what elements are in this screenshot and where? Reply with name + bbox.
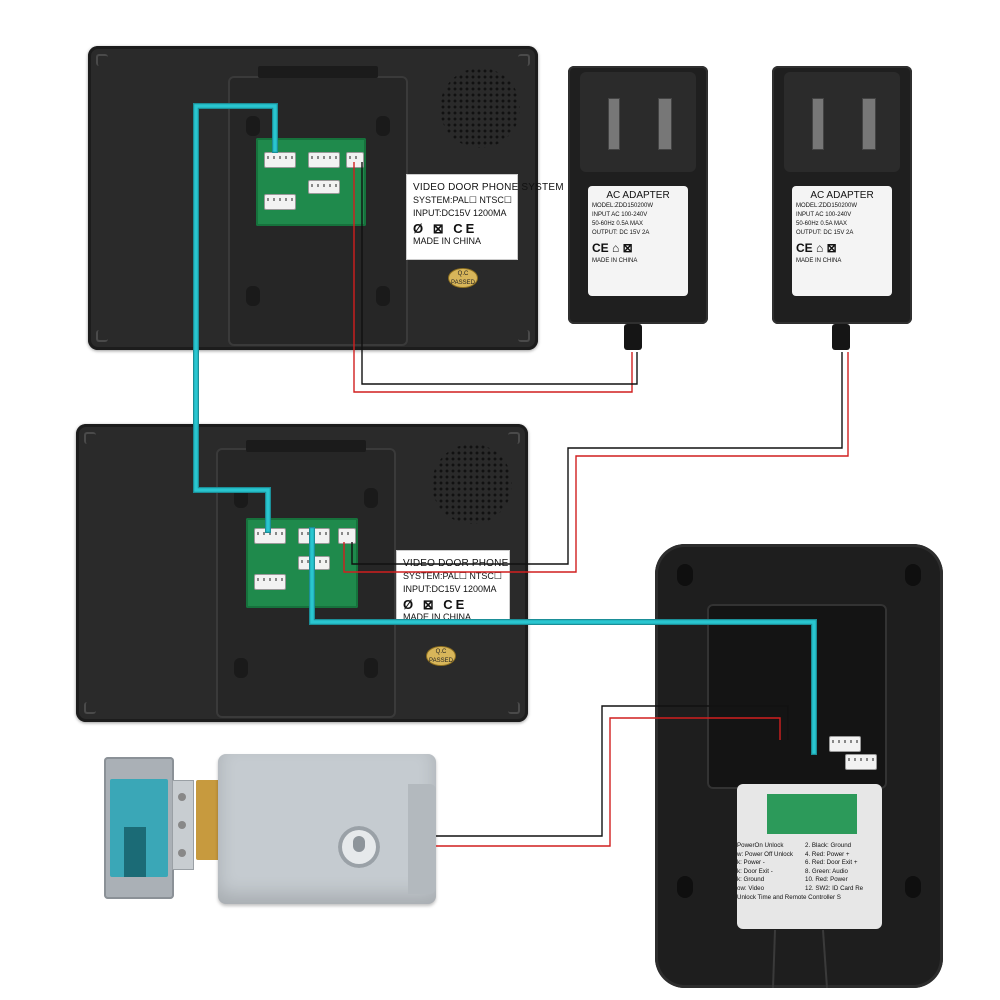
monitor-1-label-input: INPUT:DC15V 1200MA	[413, 208, 507, 218]
adapter-2-prong-right	[862, 98, 876, 150]
monitor-1-label-system: SYSTEM:PAL☐ NTSC☐	[413, 195, 512, 205]
monitor-1-connector-aux	[264, 194, 296, 210]
camera-wiring-right-4: 8. Green: Audio	[805, 867, 848, 875]
monitor-1-speaker-grille	[440, 68, 520, 148]
camera-pcb	[767, 794, 857, 834]
adapter-2-origin: MADE IN CHINA	[796, 258, 842, 264]
monitor-2-qc-seal: Q.C PASSED	[426, 646, 456, 666]
monitor-1-connector-aux-2	[308, 180, 340, 194]
camera-back-cavity	[707, 604, 887, 789]
ac-adapter-1: AC ADAPTER MODEL:ZDD150200W INPUT AC 100…	[568, 66, 708, 324]
monitor-2-speaker-grille	[432, 444, 512, 524]
lock-strike-plate	[104, 757, 174, 899]
camera-wiring-left-1: PowerOn Unlock	[737, 842, 784, 849]
adapter-1-freq: 50-60Hz 0.5A MAX	[592, 221, 644, 227]
adapter-2-freq: 50-60Hz 0.5A MAX	[796, 221, 848, 227]
adapter-2-model: MODEL:ZDD150200W	[796, 203, 858, 209]
camera-wiring-footer: Unlock Time and Remote Controller S	[737, 893, 841, 901]
camera-wiring-left-3: k: Power -	[737, 859, 765, 867]
adapter-1-title: AC ADAPTER	[606, 190, 670, 201]
camera-connector-2	[845, 754, 877, 770]
adapter-1-output: OUTPUT: DC 15V 2A	[592, 230, 650, 236]
ac-adapter-2: AC ADAPTER MODEL:ZDD150200W INPUT AC 100…	[772, 66, 912, 324]
electric-lock-body	[218, 754, 436, 904]
camera-wiring-left-2: w: Power Off Unlock	[737, 850, 793, 858]
monitor-1-label-marks: Ø ⊠ CE	[413, 221, 478, 236]
camera-wiring-label: PowerOn Unlock 2. Black: Ground w: Power …	[737, 784, 882, 929]
monitor-2-connector-video-out	[298, 528, 330, 544]
monitor-2-spec-label: VIDEO DOOR PHONE SYSTEM SYSTEM:PAL☐ NTSC…	[396, 550, 510, 620]
monitor-1-connector-video-in	[264, 152, 296, 168]
adapter-1-cable-strain-relief	[624, 324, 642, 350]
adapter-1-label: AC ADAPTER MODEL:ZDD150200W INPUT AC 100…	[588, 186, 688, 296]
camera-wiring-right-1: 2. Black: Ground	[805, 842, 852, 849]
lock-key-cylinder	[338, 826, 380, 868]
camera-wiring-left-5: k: Ground	[737, 876, 765, 884]
lock-body-faceplate	[408, 784, 436, 894]
monitor-2-label-marks: Ø ⊠ CE	[403, 597, 468, 612]
monitor-1-spec-label: VIDEO DOOR PHONE SYSTEM SYSTEM:PAL☐ NTSC…	[406, 174, 564, 260]
outdoor-camera-unit: PowerOn Unlock 2. Black: Ground w: Power …	[655, 544, 943, 988]
adapter-1-input: INPUT AC 100-240V	[592, 212, 648, 218]
adapter-1-model: MODEL:ZDD150200W	[592, 203, 654, 209]
monitor-1-connector-power	[346, 152, 364, 168]
indoor-monitor-2: VIDEO DOOR PHONE SYSTEM SYSTEM:PAL☐ NTSC…	[76, 424, 528, 722]
camera-wiring-right-5: 10. Red: Power	[805, 876, 848, 884]
indoor-monitor-1: VIDEO DOOR PHONE SYSTEM SYSTEM:PAL☐ NTSC…	[88, 46, 564, 350]
adapter-2-input: INPUT AC 100-240V	[796, 212, 852, 218]
monitor-2-connector-aux-2	[298, 556, 330, 570]
monitor-2-connector-video-in	[254, 528, 286, 544]
adapter-2-output: OUTPUT: DC 15V 2A	[796, 230, 854, 236]
monitor-1-connector-video-out	[308, 152, 340, 168]
lock-strike-plate-face	[110, 779, 168, 877]
adapter-1-marks: CE ⌂ ⊠	[592, 241, 633, 255]
adapter-2-label: AC ADAPTER MODEL:ZDD150200W INPUT AC 100…	[792, 186, 892, 296]
monitor-1-label-title: VIDEO DOOR PHONE SYSTEM	[413, 182, 564, 193]
adapter-2-marks: CE ⌂ ⊠	[796, 241, 837, 255]
camera-wiring-right-6: 12. SW2: ID Card Re	[805, 884, 864, 892]
monitor-2-label-title: VIDEO DOOR PHONE SYSTEM	[403, 558, 509, 569]
monitor-2-label-input: INPUT:DC15V 1200MA	[403, 584, 497, 594]
monitor-2-label-system: SYSTEM:PAL☐ NTSC☐	[403, 571, 502, 581]
camera-wiring-right-3: 6. Red: Door Exit +	[805, 859, 858, 867]
camera-wiring-left-6: ow: Video	[737, 884, 765, 892]
adapter-2-prong-left	[812, 98, 824, 150]
monitor-1-qc-seal: Q.C PASSED	[448, 268, 478, 288]
camera-wiring-left-4: k: Door Exit -	[737, 867, 773, 875]
adapter-2-cable-strain-relief	[832, 324, 850, 350]
adapter-1-prong-right	[658, 98, 672, 150]
monitor-2-label-origin: MADE IN CHINA	[403, 612, 472, 620]
adapter-2-title: AC ADAPTER	[810, 190, 874, 201]
monitor-2-connector-power	[338, 528, 356, 544]
lock-mounting-tab	[172, 780, 194, 870]
adapter-1-prong-left	[608, 98, 620, 150]
monitor-1-label-origin: MADE IN CHINA	[413, 236, 482, 246]
monitor-1-pcb	[256, 138, 366, 226]
camera-wiring-right-2: 4. Red: Power +	[805, 850, 850, 858]
monitor-2-connector-aux	[254, 574, 286, 590]
adapter-1-origin: MADE IN CHINA	[592, 258, 638, 264]
monitor-2-pcb	[246, 518, 358, 608]
camera-connector-1	[829, 736, 861, 752]
